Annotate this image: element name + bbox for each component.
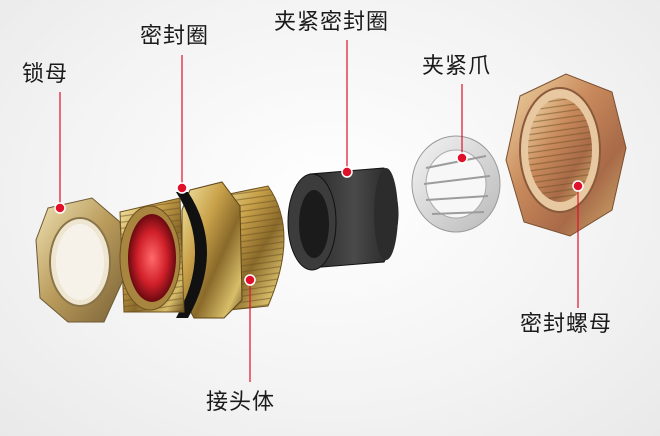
- connector-body-marker: [244, 274, 256, 286]
- connector-body-label: 接头体: [206, 390, 276, 415]
- clamp-claw-marker: [456, 152, 468, 164]
- sealing-nut-marker: [572, 180, 584, 192]
- lock-nut-label: 锁母: [22, 62, 69, 87]
- clamp-claw-label: 夹紧爪: [422, 54, 492, 79]
- clamp-seal-ring-part: [287, 167, 399, 271]
- seal-ring-label: 密封圈: [140, 24, 210, 49]
- clamp-seal-ring-label: 夹紧密封圈: [274, 10, 390, 35]
- clamp-claw-part: [411, 135, 501, 233]
- connector-body-part: [119, 181, 285, 319]
- lock-nut-marker: [54, 202, 66, 214]
- sealing-nut-part: [505, 73, 627, 237]
- clamp-seal-ring-marker: [341, 166, 353, 178]
- seal-ring-marker: [176, 182, 188, 194]
- sealing-nut-label: 密封螺母: [520, 312, 613, 337]
- lock-nut-part: [35, 197, 125, 323]
